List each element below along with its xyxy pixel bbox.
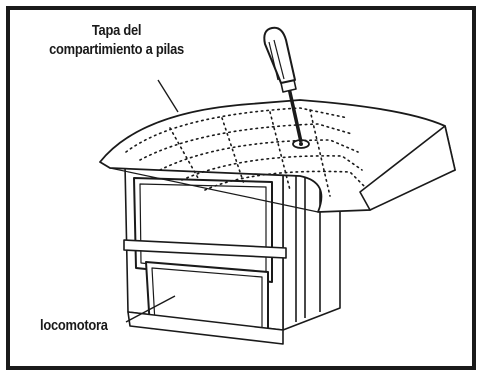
battery-cover-label: Tapa del compartimiento a pilas bbox=[40, 21, 193, 59]
battery-cover-label-line1: Tapa del bbox=[40, 21, 193, 40]
locomotive-label: locomotora bbox=[40, 316, 108, 335]
battery-cover-label-line2: compartimiento a pilas bbox=[40, 40, 193, 59]
